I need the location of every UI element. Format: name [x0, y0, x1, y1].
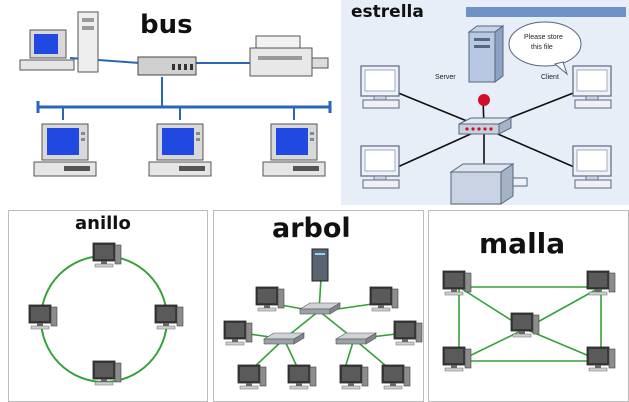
- client-label: Client: [541, 74, 559, 81]
- desktop-computer-icon: [572, 145, 612, 189]
- desktop-computer-icon: [393, 320, 423, 346]
- bus-title: bus: [140, 10, 193, 40]
- printer-icon: [449, 163, 528, 205]
- hub-icon: [137, 56, 197, 76]
- desktop-computer-icon: [223, 320, 253, 346]
- desktop-computer-icon: [339, 364, 369, 390]
- bubble-text-line1: Please store: [524, 34, 563, 41]
- tree-title: arbol: [272, 213, 351, 244]
- printer-icon: [249, 35, 329, 77]
- desktop-computer-icon: [572, 65, 612, 109]
- desktop-computer-icon: [255, 286, 285, 312]
- speech-bubble: [508, 21, 582, 67]
- mesh-title: malla: [479, 227, 566, 260]
- server-icon: [467, 25, 505, 83]
- desktop-computer-icon: [237, 364, 267, 390]
- desktop-computer-icon: [148, 123, 212, 177]
- bubble-text-line2: this file: [531, 44, 553, 51]
- server-label: Server: [435, 74, 456, 81]
- switch-icon: [263, 332, 305, 345]
- tree-diagram: [223, 248, 423, 390]
- desktop-computer-icon: [287, 364, 317, 390]
- desktop-computer-icon: [154, 304, 184, 330]
- star-title: estrella: [351, 2, 424, 22]
- mesh-topology-panel: malla: [428, 210, 629, 402]
- desktop-computer-icon: [33, 123, 97, 177]
- desktop-computer-icon: [586, 270, 616, 296]
- status-dot-icon: [478, 94, 490, 106]
- desktop-computer-icon: [262, 123, 326, 177]
- ring-topology-panel: anillo: [8, 210, 208, 402]
- title-bar: [466, 7, 626, 17]
- star-topology-panel: estrella Please store this file Server C…: [341, 0, 629, 205]
- desktop-computer-icon: [360, 65, 400, 109]
- tree-topology-panel: arbol: [213, 210, 424, 402]
- bus-topology-panel: bus: [0, 0, 338, 205]
- desktop-computer-icon: [92, 242, 122, 268]
- switch-icon: [299, 302, 341, 315]
- desktop-computer-icon: [442, 270, 472, 296]
- bus-diagram: [19, 11, 332, 177]
- desktop-computer-icon: [28, 304, 58, 330]
- desktop-computer-icon: [442, 346, 472, 372]
- tower-pc-icon: [77, 11, 99, 73]
- desktop-computer-icon: [381, 364, 411, 390]
- switch-icon: [335, 332, 377, 345]
- hub-icon: [458, 117, 512, 135]
- desktop-computer-icon: [19, 29, 75, 71]
- ring-title: anillo: [75, 213, 131, 234]
- ring-diagram: [28, 242, 184, 386]
- desktop-computer-icon: [360, 145, 400, 189]
- desktop-computer-icon: [369, 286, 399, 312]
- desktop-computer-icon: [586, 346, 616, 372]
- star-diagram: [360, 7, 626, 205]
- mesh-diagram: [442, 270, 616, 372]
- server-icon: [311, 248, 329, 282]
